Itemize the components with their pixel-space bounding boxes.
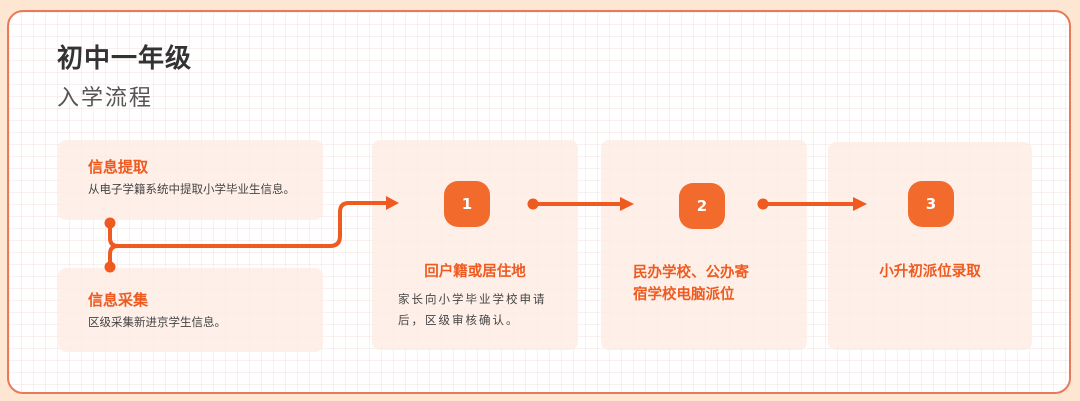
merge-path bbox=[108, 201, 390, 248]
dot-icon bbox=[757, 198, 769, 210]
page-subtitle: 入学流程 bbox=[57, 86, 154, 111]
info-extract-box bbox=[58, 140, 323, 220]
step-3-badge: 3 bbox=[908, 181, 954, 227]
dot-icon bbox=[104, 261, 116, 273]
dot-icon bbox=[104, 217, 116, 229]
page-title: 初中一年级 bbox=[57, 44, 193, 74]
info-collect-box bbox=[58, 268, 323, 352]
info-extract-title: 信息提取 bbox=[88, 158, 149, 176]
step-1-badge: 1 bbox=[444, 181, 490, 227]
step-1-desc-line1: 家长向小学毕业学校申请 bbox=[398, 292, 547, 306]
dot-icon bbox=[527, 198, 539, 210]
arrow-head-icon bbox=[386, 196, 399, 210]
step-2-title-line2: 宿学校电脑派位 bbox=[633, 287, 735, 303]
arrow-head-icon bbox=[620, 197, 634, 211]
step-2-box bbox=[601, 140, 807, 350]
info-collect-desc: 区级采集新进京学生信息。 bbox=[88, 315, 226, 329]
info-extract-desc: 从电子学籍系统中提取小学毕业生信息。 bbox=[88, 182, 295, 196]
step-3-box bbox=[828, 142, 1032, 350]
info-collect-title: 信息采集 bbox=[88, 291, 149, 309]
step-1-title: 回户籍或居住地 bbox=[424, 264, 526, 280]
step-2-badge: 2 bbox=[679, 183, 725, 229]
step-1-box bbox=[372, 140, 578, 350]
step-3-title: 小升初派位录取 bbox=[879, 264, 981, 280]
step-1-desc-line2: 后，区级审核确认。 bbox=[398, 313, 520, 327]
arrow-head-icon bbox=[853, 197, 867, 211]
step-2-title-line1: 民办学校、公办寄 bbox=[633, 265, 749, 281]
